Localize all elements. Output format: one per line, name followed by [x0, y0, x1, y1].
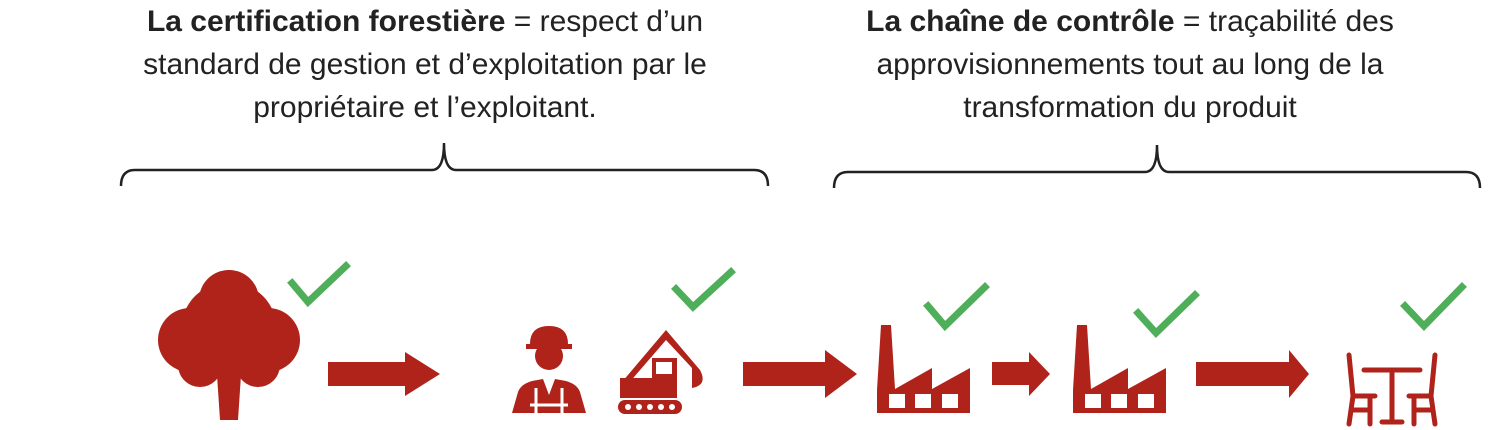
check-icon [923, 282, 990, 332]
caption-definition: = respect d’un standard de gestion et d’… [143, 5, 707, 124]
excavator-icon [618, 330, 703, 414]
factory-icon [877, 325, 970, 413]
caption-definition: = traçabilité des approvisionnements tou… [876, 5, 1394, 124]
furniture-icon [1346, 352, 1438, 427]
arrow-icon [328, 352, 440, 396]
check-icon [287, 261, 351, 308]
check-icon [671, 267, 736, 312]
caption-term: La chaîne de contrôle [866, 5, 1175, 38]
check-icon [1133, 290, 1200, 339]
chain-of-custody-caption: La chaîne de contrôle = traçabilité des … [800, 0, 1460, 129]
forest-certification-caption: La certification forestière = respect d’… [95, 0, 755, 129]
arrow-icon [743, 350, 857, 398]
arrow-icon [1196, 350, 1309, 398]
tree-icon [158, 270, 300, 420]
brace-left [119, 142, 770, 187]
arrow-icon [992, 352, 1050, 396]
worker-icon [512, 326, 586, 413]
caption-term: La certification forestière [146, 5, 506, 38]
factory-icon [1073, 325, 1166, 413]
brace-right [832, 144, 1482, 189]
check-icon [1400, 282, 1467, 332]
